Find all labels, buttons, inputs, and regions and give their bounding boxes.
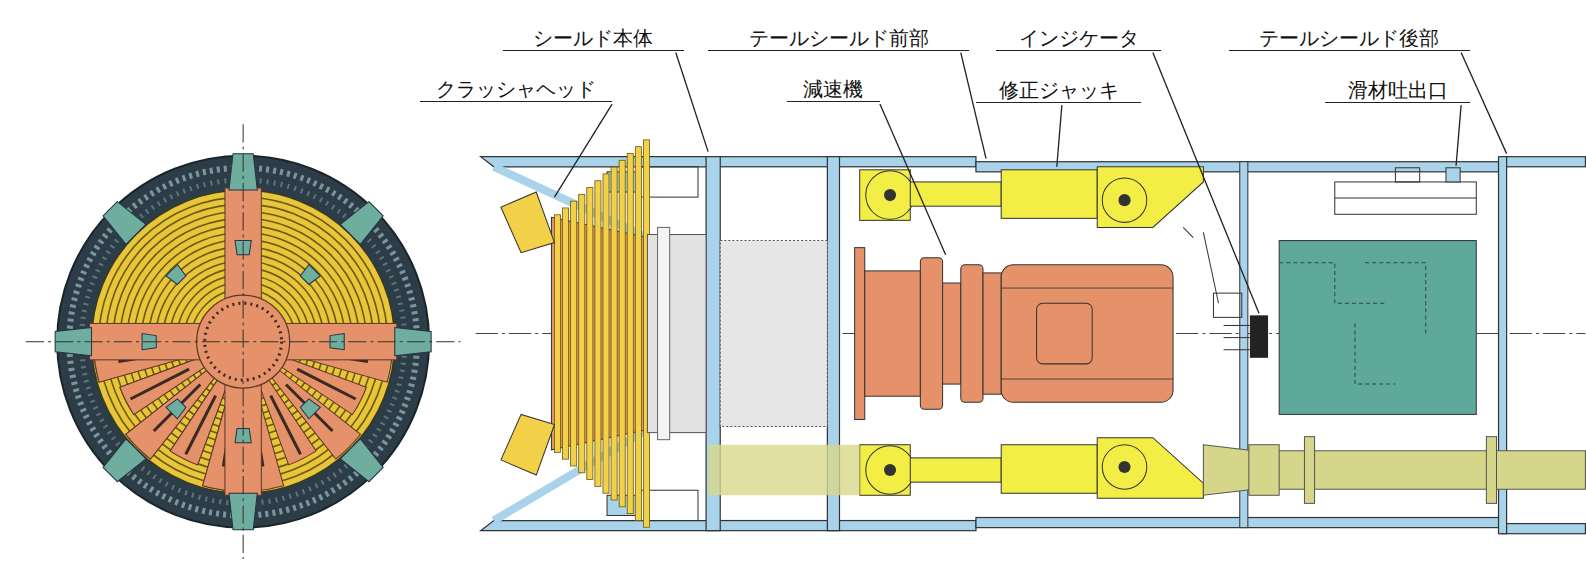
part-label: クラッシャヘッド: [420, 77, 612, 102]
part-label: 滑材吐出口: [1325, 78, 1470, 103]
part-label: テールシールド後部: [1229, 26, 1470, 51]
part-label: 減速機: [787, 77, 880, 102]
part-label: 修正ジャッキ: [976, 78, 1141, 103]
part-label: テールシールド前部: [708, 26, 969, 51]
side-view: [476, 140, 1586, 534]
part-label: シールド本体: [503, 26, 684, 51]
leader-lines: [554, 53, 1506, 314]
jack-bottom: [860, 438, 1204, 499]
face-view: [26, 124, 461, 559]
part-label: インジケータ: [996, 26, 1161, 51]
